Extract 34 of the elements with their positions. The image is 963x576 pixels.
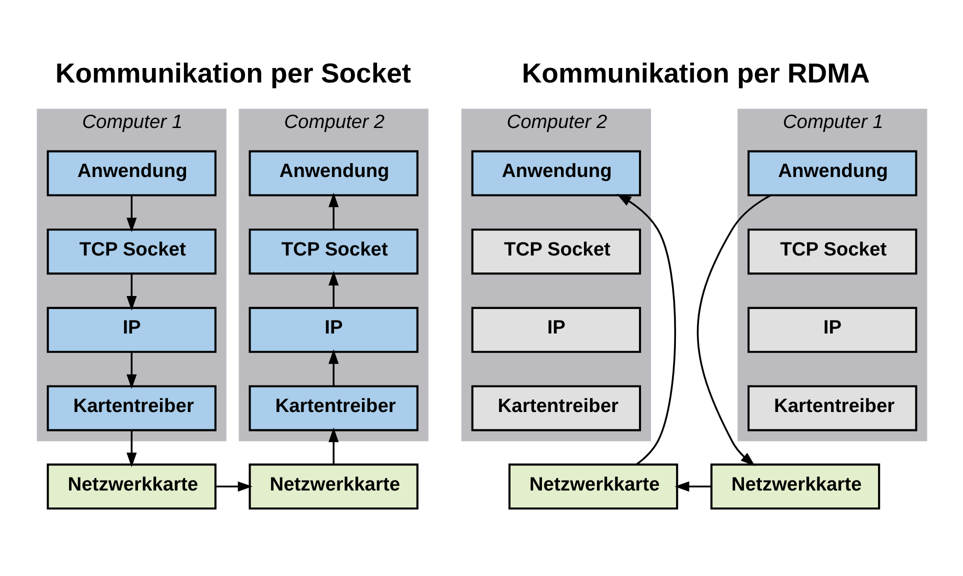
arrow <box>328 270 338 308</box>
arrow <box>126 274 136 311</box>
arrow <box>215 481 252 492</box>
node-box: TCP Socket <box>470 228 641 275</box>
node-box: Anwendung <box>747 150 917 196</box>
label: Kommunikation per Socket <box>54 58 411 89</box>
node-box: Anwendung <box>46 150 216 196</box>
node-box: TCP Socket <box>747 228 917 275</box>
arrow <box>126 352 136 389</box>
arrow <box>616 194 676 466</box>
node-box: Anwendung <box>248 150 418 196</box>
label: Kommunikation per RDMA <box>521 58 870 89</box>
arrow <box>126 195 136 232</box>
node-box: TCP Socket <box>248 228 418 275</box>
node-box: Netzwerkkarte <box>46 464 216 510</box>
node-box: IP <box>248 306 418 353</box>
node-box: IP <box>470 306 641 353</box>
node-box: IP <box>46 306 216 353</box>
arrow <box>328 192 338 230</box>
node-box: TCP Socket <box>46 228 216 275</box>
arrow <box>328 428 338 465</box>
node-box: Kartentreiber <box>470 385 641 432</box>
arrow <box>696 194 770 466</box>
node-box: IP <box>747 306 917 353</box>
node-box: Kartentreiber <box>46 385 216 432</box>
node-box: Kartentreiber <box>747 385 917 432</box>
node-box: Netzwerkkarte <box>248 464 418 510</box>
arrow <box>328 349 338 386</box>
node-box: Netzwerkkarte <box>710 464 880 510</box>
node-box: Netzwerkkarte <box>508 464 678 510</box>
node-box: Anwendung <box>470 150 641 196</box>
arrow <box>674 481 711 492</box>
node-box: Kartentreiber <box>248 385 418 432</box>
arrow <box>126 430 136 468</box>
